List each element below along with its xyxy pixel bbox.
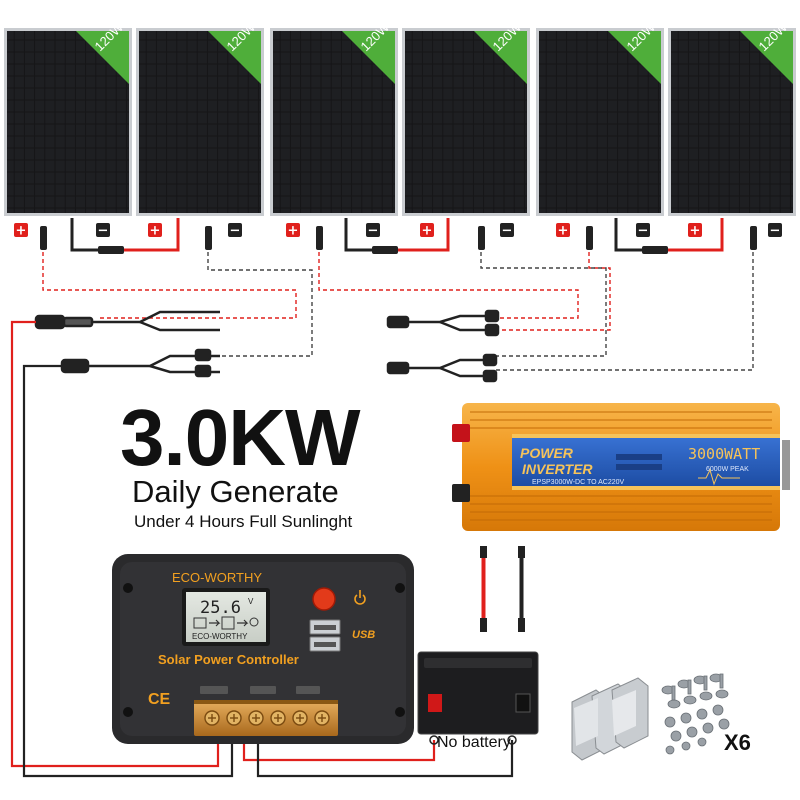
terminal-block[interactable]: [194, 700, 338, 736]
svg-text:+: +: [16, 224, 27, 239]
solar-panel: [668, 28, 796, 216]
controller-brand: ECO-WORTHY: [172, 570, 262, 585]
plus-badge: +: [688, 223, 702, 239]
svg-text:−: −: [230, 224, 241, 239]
z-bracket: [571, 677, 649, 761]
svg-text:+: +: [690, 224, 701, 239]
controller-label: Solar Power Controller: [158, 652, 299, 667]
headline-power: 3.0KW: [120, 393, 360, 482]
inverter-brand-line1: POWER: [520, 445, 574, 461]
lcd-flow-icons: [193, 616, 259, 630]
series-wires: [40, 218, 757, 254]
battery-label: No battery: [437, 734, 511, 751]
inverter-peak: 6000W PEAK: [706, 466, 749, 473]
battery-positive-terminal: [428, 694, 442, 712]
minus-badge: −: [366, 223, 380, 239]
svg-text:−: −: [770, 224, 781, 239]
minus-badge: −: [636, 223, 650, 239]
usb-label: USB: [352, 629, 375, 641]
svg-text:+: +: [422, 224, 433, 239]
controller-power-button[interactable]: [312, 587, 336, 611]
svg-text:+: +: [288, 224, 299, 239]
usb-ports[interactable]: [309, 619, 341, 652]
ce-mark: CE: [148, 691, 171, 708]
headline-daily-generate: Daily Generate: [132, 474, 339, 509]
inverter-model: EPSP3000W-DC TO AC220V: [532, 479, 625, 486]
solar-panel: [4, 28, 132, 216]
svg-text:−: −: [502, 224, 513, 239]
battery: [417, 651, 539, 745]
plus-badge: +: [14, 223, 28, 239]
inverter-wattage: 3000WATT: [688, 445, 760, 463]
terminal-icons: [200, 686, 320, 694]
solar-panel: [402, 28, 530, 216]
solar-panel: [270, 28, 398, 216]
minus-badge: −: [768, 223, 782, 239]
svg-text:+: +: [150, 224, 161, 239]
mounting-hardware: [571, 673, 730, 761]
svg-text:−: −: [638, 224, 649, 239]
battery-negative-terminal: [515, 693, 531, 713]
plus-badge: +: [556, 223, 570, 239]
branch-connectors: [34, 309, 500, 383]
minus-badge: −: [96, 223, 110, 239]
solar-panel: [136, 28, 264, 216]
power-inverter: POWER INVERTER 3000WATT 6000W PEAK EPSP3…: [452, 403, 790, 531]
solar-panel: [536, 28, 664, 216]
inverter-positive-terminal: [452, 424, 470, 442]
trunk-wires: [10, 320, 514, 778]
lcd-voltage: 25.6: [200, 598, 241, 618]
power-icon: [354, 590, 366, 605]
minus-badge: −: [500, 223, 514, 239]
svg-text:−: −: [368, 224, 379, 239]
lcd-brand: ECO-WORTHY: [192, 632, 248, 641]
screws: [661, 673, 730, 755]
minus-badge: −: [228, 223, 242, 239]
plus-badge: +: [420, 223, 434, 239]
headline-sunlight-note: Under 4 Hours Full Sunlinght: [134, 512, 353, 531]
plus-badge: +: [148, 223, 162, 239]
inverter-brand-line2: INVERTER: [522, 461, 593, 477]
plus-badge: +: [286, 223, 300, 239]
inverter-negative-terminal: [452, 484, 470, 502]
solar-panels: 120W 120W 120W 120W 120W 120W: [4, 19, 796, 216]
lcd-unit: V: [248, 597, 254, 606]
svg-text:−: −: [98, 224, 109, 239]
polarity-badges: + − + − + − + − + − + −: [14, 223, 782, 239]
svg-text:+: +: [558, 224, 569, 239]
parallel-dashed-wires: [42, 252, 754, 371]
battery-cables: [480, 546, 525, 632]
charge-controller: ECO-WORTHY 25.6 V ECO-WORTHY USB Solar P…: [112, 554, 414, 744]
mount-multiplier: X6: [724, 730, 751, 755]
